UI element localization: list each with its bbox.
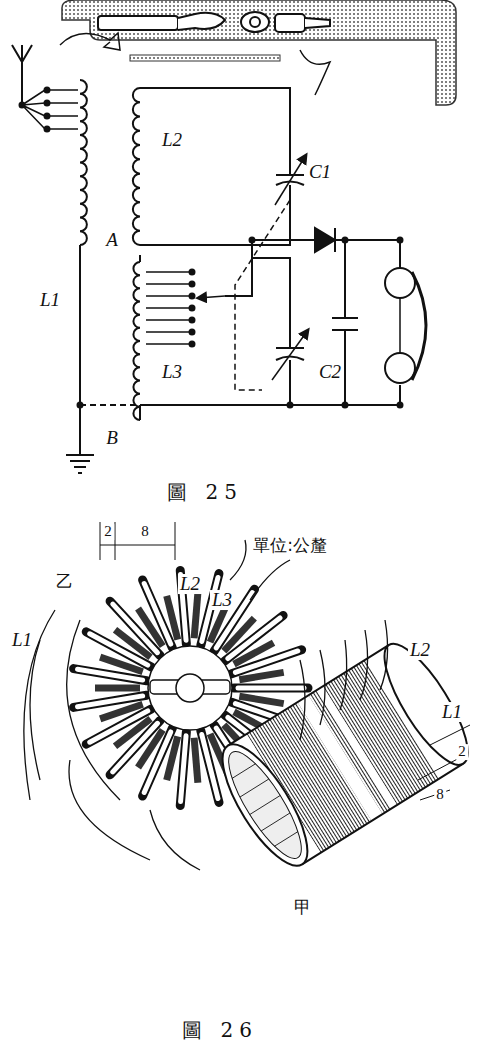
tap-wire [146, 295, 190, 297]
tap-switch [198, 296, 225, 298]
coil-label: L3 [210, 590, 234, 610]
tap-contact [190, 282, 195, 287]
node-label: A [104, 230, 120, 250]
spider-vane [144, 584, 171, 644]
tap-contact [190, 270, 195, 275]
coil-label: L2 [408, 640, 432, 660]
figure-caption: 圖 25 [165, 482, 245, 503]
coil-label: L3 [160, 362, 184, 382]
spider-vane [74, 695, 147, 707]
spider-winding [95, 685, 140, 692]
lead-wire [250, 560, 290, 600]
node-label: B [104, 428, 120, 448]
tap-contact [190, 318, 195, 323]
coil-label: L1 [440, 702, 464, 722]
capacitor-label: C1 [307, 162, 333, 182]
tap-wire [146, 319, 190, 321]
coil-winding [80, 80, 87, 245]
spider-vane [234, 684, 308, 693]
spider-vane [232, 650, 302, 674]
dimension: 8 [434, 787, 446, 803]
coil-label: L2 [178, 574, 202, 594]
coil-label: L2 [160, 130, 184, 150]
lead-wire [150, 810, 200, 870]
tap-contact [190, 306, 195, 311]
tap-wire [146, 307, 190, 309]
spider-vane [235, 651, 297, 672]
capacitor-label: C2 [317, 362, 343, 382]
unit-note: 單位:公釐 [251, 537, 329, 555]
figure-part-label: 甲 [292, 899, 313, 917]
lead-wire [380, 620, 388, 690]
lead-wire [320, 650, 325, 725]
tap-contact [190, 342, 195, 347]
tap-contact [190, 330, 195, 335]
spider-vane [202, 735, 218, 799]
tap-wire [146, 331, 190, 333]
lead-wire [30, 640, 40, 780]
spider-winding [239, 672, 283, 679]
lead-wire [230, 540, 246, 580]
dimension: 2 [456, 744, 468, 760]
coil-label: L1 [10, 630, 34, 650]
lead-wire [300, 660, 305, 740]
spider-winding [194, 593, 198, 638]
spider-vane [78, 696, 143, 707]
lead-wire [360, 630, 368, 700]
spider-vane [201, 731, 219, 803]
lead-wire [340, 640, 347, 710]
tap-wire [146, 283, 190, 285]
dimension: 2 [102, 524, 114, 540]
figure-caption: 圖 26 [180, 1020, 260, 1041]
spider-winding [167, 596, 178, 640]
coil-winding [133, 88, 140, 245]
dimension: 8 [139, 524, 151, 540]
tap-contact [190, 294, 195, 299]
tap-wire [146, 343, 190, 345]
lead-wire [69, 760, 150, 860]
tap-wire [146, 271, 190, 273]
lead-wire [67, 620, 120, 800]
coil-winding [133, 262, 140, 420]
spider-vane [181, 736, 186, 802]
spider-vane [238, 686, 304, 691]
coil-label: L1 [38, 290, 62, 310]
spider-winding [194, 738, 198, 783]
spider-vane [180, 732, 186, 806]
figure-part-label: 乙 [54, 573, 75, 591]
